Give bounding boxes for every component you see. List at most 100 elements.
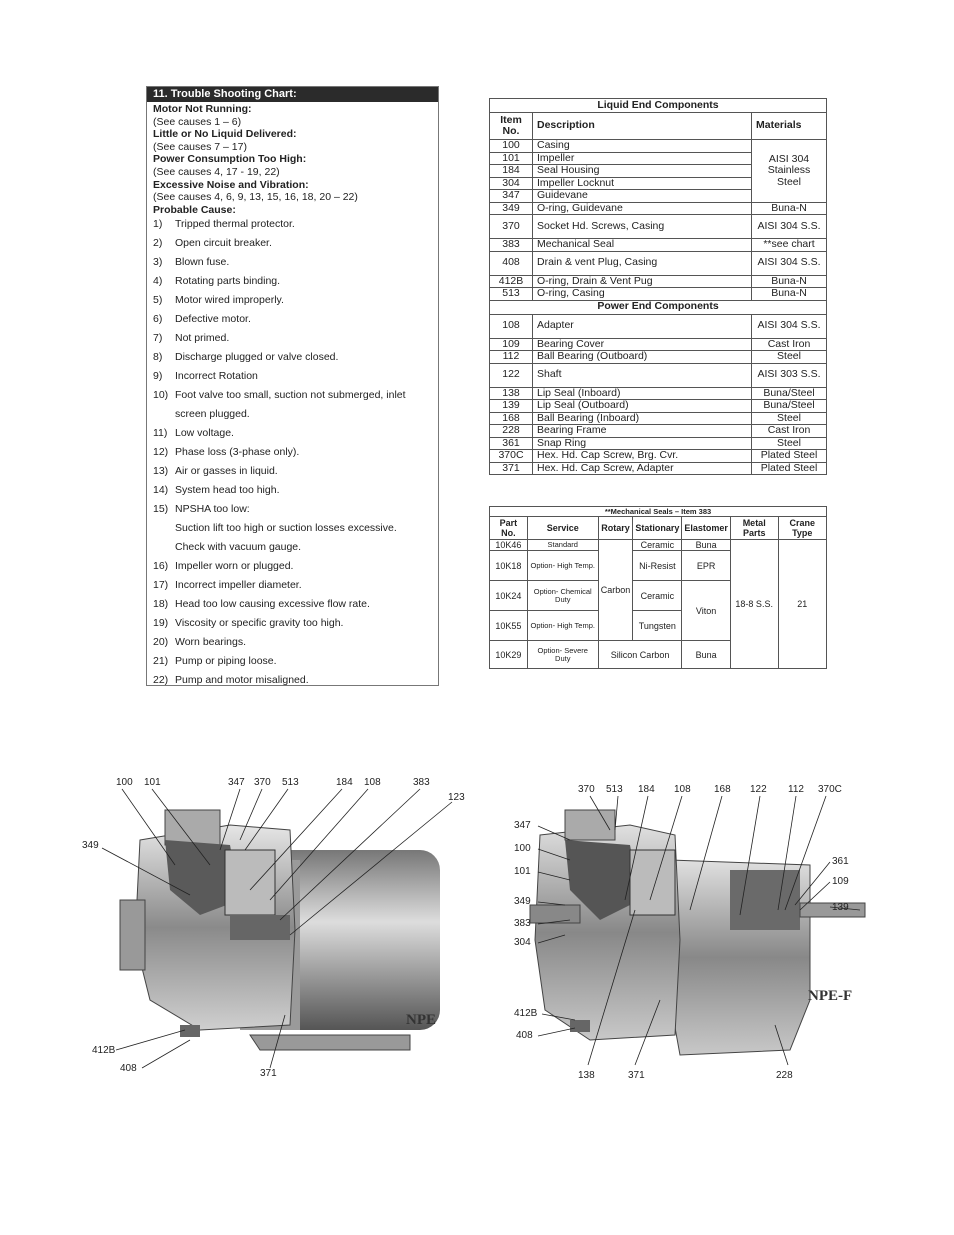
- cause-text: Not primed.: [175, 332, 230, 345]
- item-material: Cast Iron: [751, 337, 827, 351]
- cause-number: 10): [153, 389, 169, 402]
- cause-number: 1): [153, 218, 163, 231]
- seal-stationary: Ni-Resist: [632, 550, 683, 581]
- symptom-label: Little or No Liquid Delivered:: [153, 128, 297, 141]
- item-no: 101: [489, 151, 533, 165]
- seal-stationary: Ceramic: [632, 539, 683, 551]
- cause-item: 2)Open circuit breaker.: [153, 234, 432, 253]
- seal-elastomer: Buna: [681, 539, 731, 551]
- cause-item: 15)NPSHA too low:: [153, 500, 432, 519]
- item-no: 370: [489, 214, 533, 239]
- item-material: Cast Iron: [751, 424, 827, 438]
- seal-service: Option- High Temp.: [526, 610, 599, 641]
- item-material: AISI 304 S.S.: [751, 214, 827, 239]
- part-callout: 108: [364, 777, 381, 788]
- item-no: 349: [489, 201, 533, 215]
- item-description: Drain & vent Plug, Casing: [532, 250, 752, 276]
- seal-stationary: Tungsten: [632, 610, 683, 641]
- item-material: AISI 304 Stainless Steel: [751, 139, 827, 203]
- seals-title: **Mechanical Seals – Item 383: [489, 506, 827, 517]
- part-callout: 168: [714, 784, 731, 795]
- seal-elastomer: EPR: [681, 550, 731, 581]
- trouble-shooting-title: 11. Trouble Shooting Chart:: [147, 87, 438, 102]
- item-description: Snap Ring: [532, 436, 752, 450]
- part-callout: 513: [606, 784, 623, 795]
- cause-number: 5): [153, 294, 163, 307]
- item-material: Plated Steel: [751, 449, 827, 463]
- seal-service: Option- Severe Duty: [526, 640, 599, 669]
- symptom-causes: (See causes 4, 6, 9, 13, 15, 16, 18, 20 …: [153, 191, 358, 204]
- part-callout: 228: [776, 1070, 793, 1081]
- cause-item: 7)Not primed.: [153, 329, 432, 348]
- item-material: Steel: [751, 350, 827, 364]
- item-material: Plated Steel: [751, 461, 827, 475]
- item-no: 122: [489, 362, 533, 388]
- col-item-no: Item No.: [489, 112, 533, 140]
- item-description: Mechanical Seal: [532, 238, 752, 252]
- item-no: 383: [489, 238, 533, 252]
- part-callout: 383: [413, 777, 430, 788]
- item-material: **see chart: [751, 238, 827, 252]
- seal-part-no: 10K29: [489, 640, 528, 669]
- item-description: Shaft: [532, 362, 752, 388]
- cause-item: 17) Incorrect impeller diameter.: [153, 576, 432, 595]
- item-description: Seal Housing: [532, 164, 752, 178]
- symptom-causes: (See causes 1 – 6): [153, 115, 242, 128]
- part-callout: 347: [228, 777, 245, 788]
- part-callout: 383: [514, 918, 531, 929]
- item-material: Buna-N: [751, 287, 827, 301]
- item-description: Socket Hd. Screws, Casing: [532, 214, 752, 239]
- part-callout: 100: [116, 777, 133, 788]
- item-description: O-ring, Drain & Vent Pug: [532, 274, 752, 288]
- part-callout: 101: [514, 866, 531, 877]
- item-material: AISI 304 S.S.: [751, 250, 827, 276]
- part-callout: 408: [120, 1063, 137, 1074]
- item-no: 112: [489, 350, 533, 364]
- cause-item: 9)Incorrect Rotation: [153, 367, 432, 386]
- part-callout: 122: [750, 784, 767, 795]
- cause-subtext: Check with vacuum gauge.: [175, 541, 302, 554]
- seals-col-header: Stationary: [632, 516, 683, 540]
- seal-stationary: Ceramic: [632, 580, 683, 611]
- cause-text: Incorrect impeller diameter.: [175, 579, 302, 592]
- cause-number: 8): [153, 351, 163, 364]
- cause-text: Incorrect Rotation: [175, 370, 258, 383]
- cause-item: 5)Motor wired improperly.: [153, 291, 432, 310]
- item-description: Guidevane: [532, 189, 752, 203]
- cause-number: 14): [153, 484, 169, 497]
- symptom-label: Power Consumption Too High:: [153, 153, 307, 166]
- section-header-row: Liquid End Components: [489, 98, 827, 113]
- seals-col-header: Service: [526, 516, 599, 540]
- cause-text-line: Foot valve too small, suction not submer…: [175, 389, 406, 402]
- cause-number: 17): [153, 579, 169, 592]
- item-material: Buna/Steel: [751, 399, 827, 413]
- item-description: Casing: [532, 139, 752, 153]
- part-callout: 184: [336, 777, 353, 788]
- item-material: AISI 303 S.S.: [751, 362, 827, 388]
- seal-part-no: 10K18: [489, 550, 528, 581]
- cause-item: 12)Phase loss (3-phase only).: [153, 443, 432, 462]
- seals-col-header: Part No.: [489, 516, 528, 540]
- part-callout: 112: [788, 784, 804, 795]
- item-description: Impeller: [532, 151, 752, 165]
- cause-text: NPSHA too low:: [175, 503, 250, 516]
- part-callout: 412B: [92, 1045, 116, 1056]
- item-no: 100: [489, 139, 533, 153]
- section-title: Liquid End Components: [489, 98, 827, 113]
- item-description: Bearing Frame: [532, 424, 752, 438]
- item-description: O-ring, Casing: [532, 287, 752, 301]
- seal-crane-type: 21: [777, 539, 828, 669]
